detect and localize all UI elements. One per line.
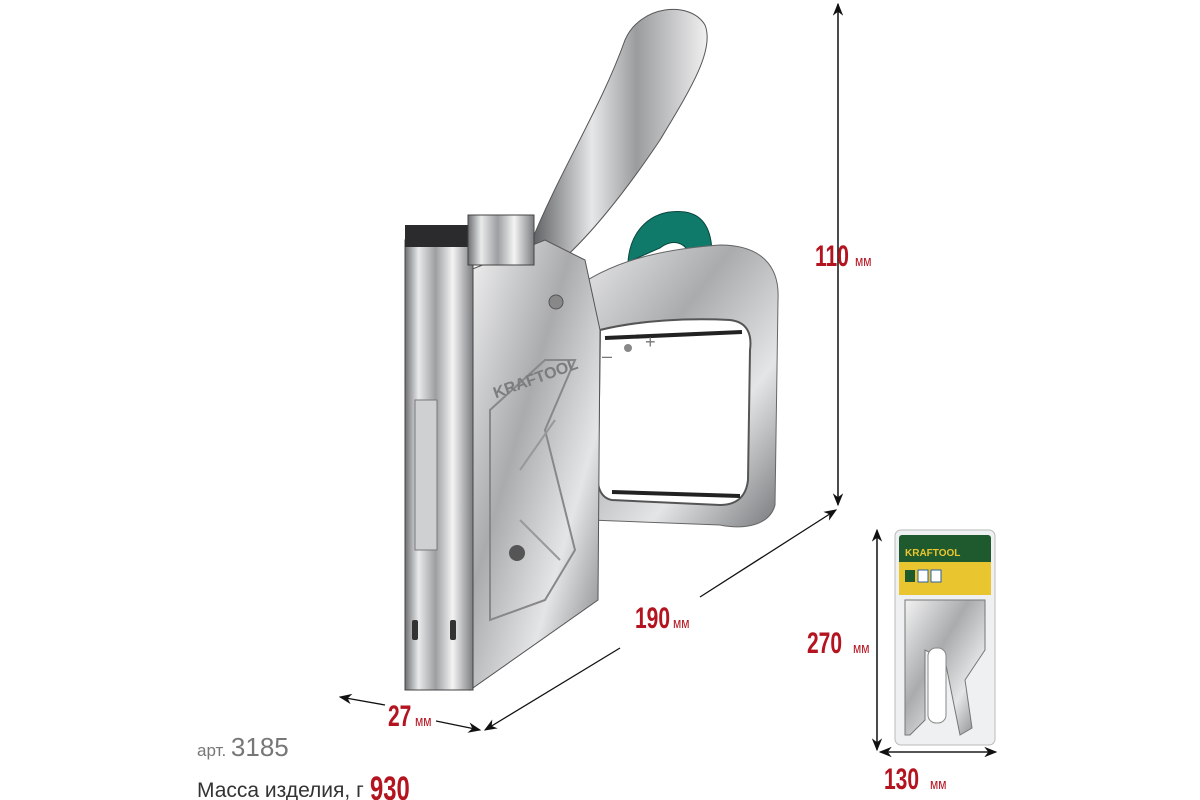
package-height-label: 270 мм — [807, 627, 874, 661]
height-label: 110 мм — [815, 240, 876, 274]
article-label: арт. — [197, 741, 227, 760]
width-value: 27 — [388, 700, 412, 733]
length-value: 190 — [635, 602, 671, 635]
product-mass: Масса изделия, г 930 — [197, 770, 426, 800]
package-brand-logo: KRAFTOOL — [905, 548, 960, 559]
svg-text:–: – — [602, 346, 612, 366]
package-height-value: 270 — [807, 627, 843, 660]
product-package: KRAFTOOL — [894, 529, 996, 746]
svg-text:+: + — [645, 332, 656, 352]
package-height-unit: мм — [853, 640, 870, 657]
package-width-unit: мм — [930, 776, 947, 793]
length-arrow — [699, 509, 838, 598]
height-value: 110 — [815, 240, 849, 273]
package-width-value: 130 — [884, 763, 920, 796]
mass-label: Масса изделия, г — [197, 779, 364, 800]
width-arrow — [338, 693, 386, 706]
width-unit: мм — [415, 713, 432, 730]
article-value: 3185 — [230, 732, 289, 762]
package-width-label: 130 мм — [884, 763, 951, 797]
length-unit: мм — [673, 615, 690, 632]
article-number: арт. 3185 — [197, 732, 289, 763]
stapler-handle — [529, 9, 708, 263]
height-unit: мм — [855, 253, 872, 270]
mass-value: 930 — [369, 770, 410, 800]
